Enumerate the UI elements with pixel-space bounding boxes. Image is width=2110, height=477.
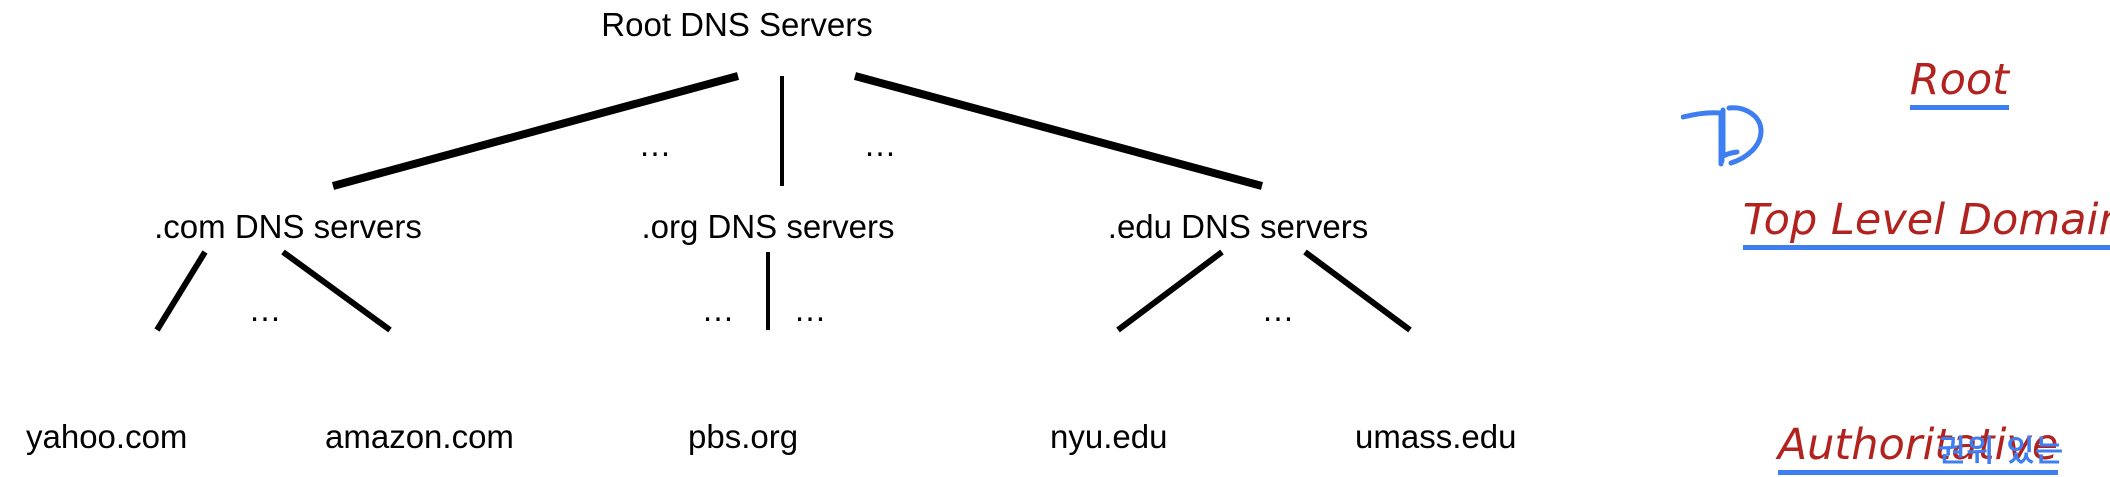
edge-edu-to-nyu [1116,249,1224,333]
annotation-authoritative: Authoritative [1723,373,2059,477]
node-yahoo-com: yahoo.com DNS servers [26,342,213,477]
annotation-top-level-domain: Top Level Domain [1688,148,2110,298]
node-umass-edu-line1: umass.edu [1355,418,1517,455]
edge-com-to-amazon [281,249,392,333]
node-amazon-com: amazon.com DNS servers [325,342,514,477]
node-com-dns-servers: .com DNS servers [154,208,422,245]
node-yahoo-com-line1: yahoo.com [26,418,188,455]
node-nyu-edu: nyu.edu DNS servers [1050,342,1237,477]
edge-com-to-yahoo [154,250,208,332]
ellipsis-org-children-right: … [793,291,827,328]
annotation-authoritative-label: Authoritative [1777,421,2059,475]
annotation-root-label: Root [1909,56,2010,110]
node-edu-dns-servers: .edu DNS servers [1107,208,1369,245]
ellipsis-root-right: … [863,126,897,163]
node-pbs-org: pbs.org DNS servers [688,342,875,477]
ellipsis-org-children-left: … [701,291,735,328]
node-org-dns-servers: .org DNS servers [641,208,895,245]
node-root: Root DNS Servers [601,6,873,43]
annotation-top-level-domain-label: Top Level Domain [1742,196,2110,250]
ellipsis-edu-children: … [1261,291,1295,328]
node-pbs-org-line1: pbs.org [688,418,799,455]
annotation-root: Root [1855,8,2010,158]
handwritten-korean-annotation: 권위 있는 [1938,434,2064,469]
edge-root-to-edu [853,72,1264,190]
ellipsis-com-children: … [248,291,282,328]
node-umass-edu: umass.edu DNS servers [1355,342,1542,477]
node-amazon-com-line1: amazon.com [325,418,514,455]
edge-edu-to-umass [1303,249,1412,333]
node-nyu-edu-line1: nyu.edu [1050,418,1168,455]
ellipsis-root-left: … [638,126,672,163]
edge-root-to-com [331,72,740,190]
